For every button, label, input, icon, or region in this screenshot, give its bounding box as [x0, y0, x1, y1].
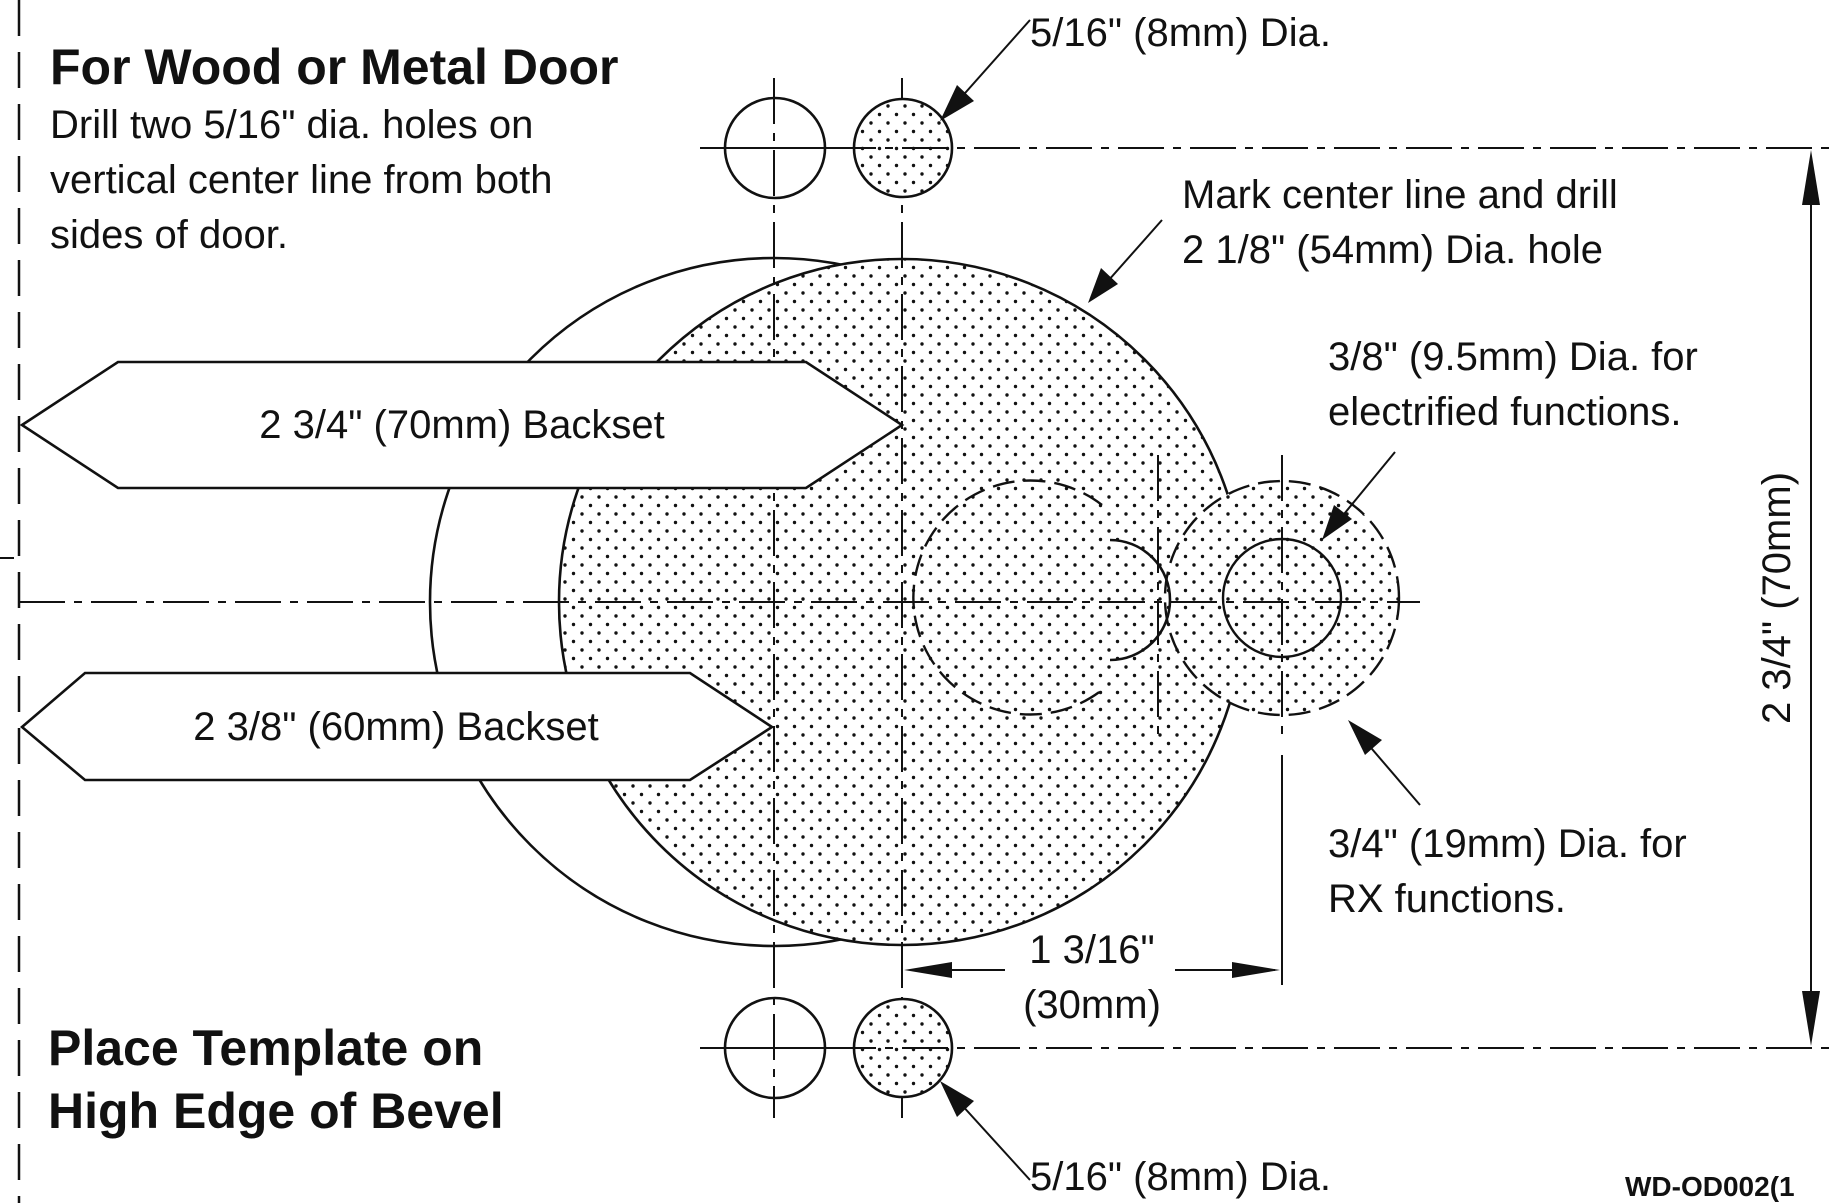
instruction-line-1: Drill two 5/16" dia. holes on [50, 103, 533, 147]
top-hole-callout: 5/16" (8mm) Dia. [1030, 11, 1331, 55]
bottom-hole-leader-arrow [940, 1081, 974, 1117]
main-hole-leader-arrow [1088, 268, 1118, 303]
offset-arrow-right [1232, 962, 1280, 978]
latch-notch-arc [1109, 538, 1172, 662]
backset-70mm-arrow [19, 360, 905, 490]
page-title: For Wood or Metal Door [50, 39, 618, 95]
rx-leader-arrow [1348, 720, 1382, 755]
latch-notch-dashed-circle [912, 479, 1103, 716]
electrified-leader [1334, 451, 1396, 526]
backset-70mm-label: 2 3/4" (70mm) Backset [259, 403, 664, 447]
rx-callout-line-1: 3/4" (19mm) Dia. for [1328, 822, 1687, 866]
footer-title-line-2: High Edge of Bevel [48, 1083, 504, 1139]
vertical-dimension-label: 2 3/4" (70mm) [1755, 472, 1799, 724]
vertical-dimension-arrow-bottom [1802, 991, 1820, 1046]
offset-dimension-value: 1 3/16" [1029, 928, 1154, 972]
electrified-leader-arrow [1322, 505, 1352, 540]
instruction-line-3: sides of door. [50, 213, 288, 257]
main-hole-callout-line-1: Mark center line and drill [1182, 173, 1618, 217]
instruction-line-2: vertical center line from both [50, 158, 552, 202]
document-code: WD-OD002(1 [1625, 1171, 1795, 1202]
top-hole-leader-arrow [940, 85, 974, 121]
rx-callout-line-2: RX functions. [1328, 877, 1566, 921]
backset-60mm-arrow [19, 671, 775, 782]
offset-dimension-metric: (30mm) [1023, 983, 1161, 1027]
footer-title-line-1: Place Template on [48, 1020, 483, 1076]
bottom-hole-callout: 5/16" (8mm) Dia. [1030, 1155, 1331, 1199]
vertical-dimension-arrow-top [1802, 150, 1820, 205]
offset-arrow-left [904, 962, 952, 978]
main-hole-callout-line-2: 2 1/8" (54mm) Dia. hole [1182, 228, 1603, 272]
electrified-callout-line-2: electrified functions. [1328, 390, 1682, 434]
backset-60mm-label: 2 3/8" (60mm) Backset [193, 705, 598, 749]
electrified-callout-line-1: 3/8" (9.5mm) Dia. for [1328, 335, 1698, 379]
